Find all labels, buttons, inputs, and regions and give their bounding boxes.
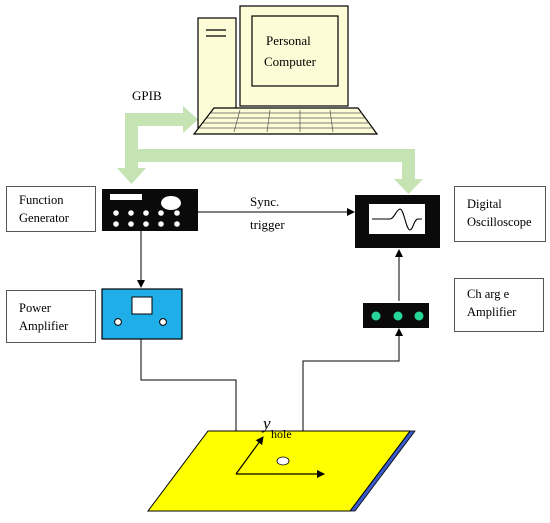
- gpib-bus: [117, 106, 423, 194]
- digital-oscilloscope-label: Digital Oscilloscope: [454, 186, 546, 242]
- digital-oscilloscope-label-line2: Oscilloscope: [467, 215, 532, 229]
- plate-to-charge-amp-line: [302, 328, 403, 472]
- signal-lines: [137, 208, 403, 475]
- charge-amplifier-label-line1: Ch arg e: [467, 287, 510, 301]
- function-generator-label: Function Generator: [6, 186, 96, 232]
- function-generator-label-line1: Function: [19, 193, 64, 207]
- function-generator-label-line2: Generator: [19, 211, 69, 225]
- test-plate: [147, 430, 416, 512]
- charge-amplifier-label: Ch arg e Amplifier: [454, 278, 544, 332]
- gpib-label: GPIB: [132, 88, 162, 103]
- power-amplifier-icon: [101, 288, 183, 340]
- function-generator-icon: [102, 189, 198, 231]
- hole-subscript: hole: [271, 427, 292, 441]
- power-amp-to-plate-line: [140, 339, 240, 475]
- digital-oscilloscope-label-line1: Digital: [467, 197, 502, 211]
- charge-amplifier-label-line2: Amplifier: [467, 305, 517, 319]
- power-amplifier-label-line1: Power: [19, 301, 51, 315]
- power-amplifier-label-line2: Amplifier: [19, 319, 69, 333]
- plate-hole: [276, 456, 290, 466]
- y-axis-symbol: y: [263, 414, 271, 433]
- sync-trigger-label-line1: Sync.: [250, 194, 280, 209]
- power-amplifier-label: Power Amplifier: [6, 290, 96, 343]
- sync-trigger-label-line2: trigger: [250, 217, 285, 232]
- personal-computer-label-line2: Computer: [264, 54, 316, 69]
- digital-oscilloscope-icon: [355, 195, 440, 248]
- charge-amplifier-icon: [363, 303, 429, 328]
- personal-computer-label-line1: Personal: [266, 33, 311, 48]
- personal-computer-icon: [192, 5, 379, 135]
